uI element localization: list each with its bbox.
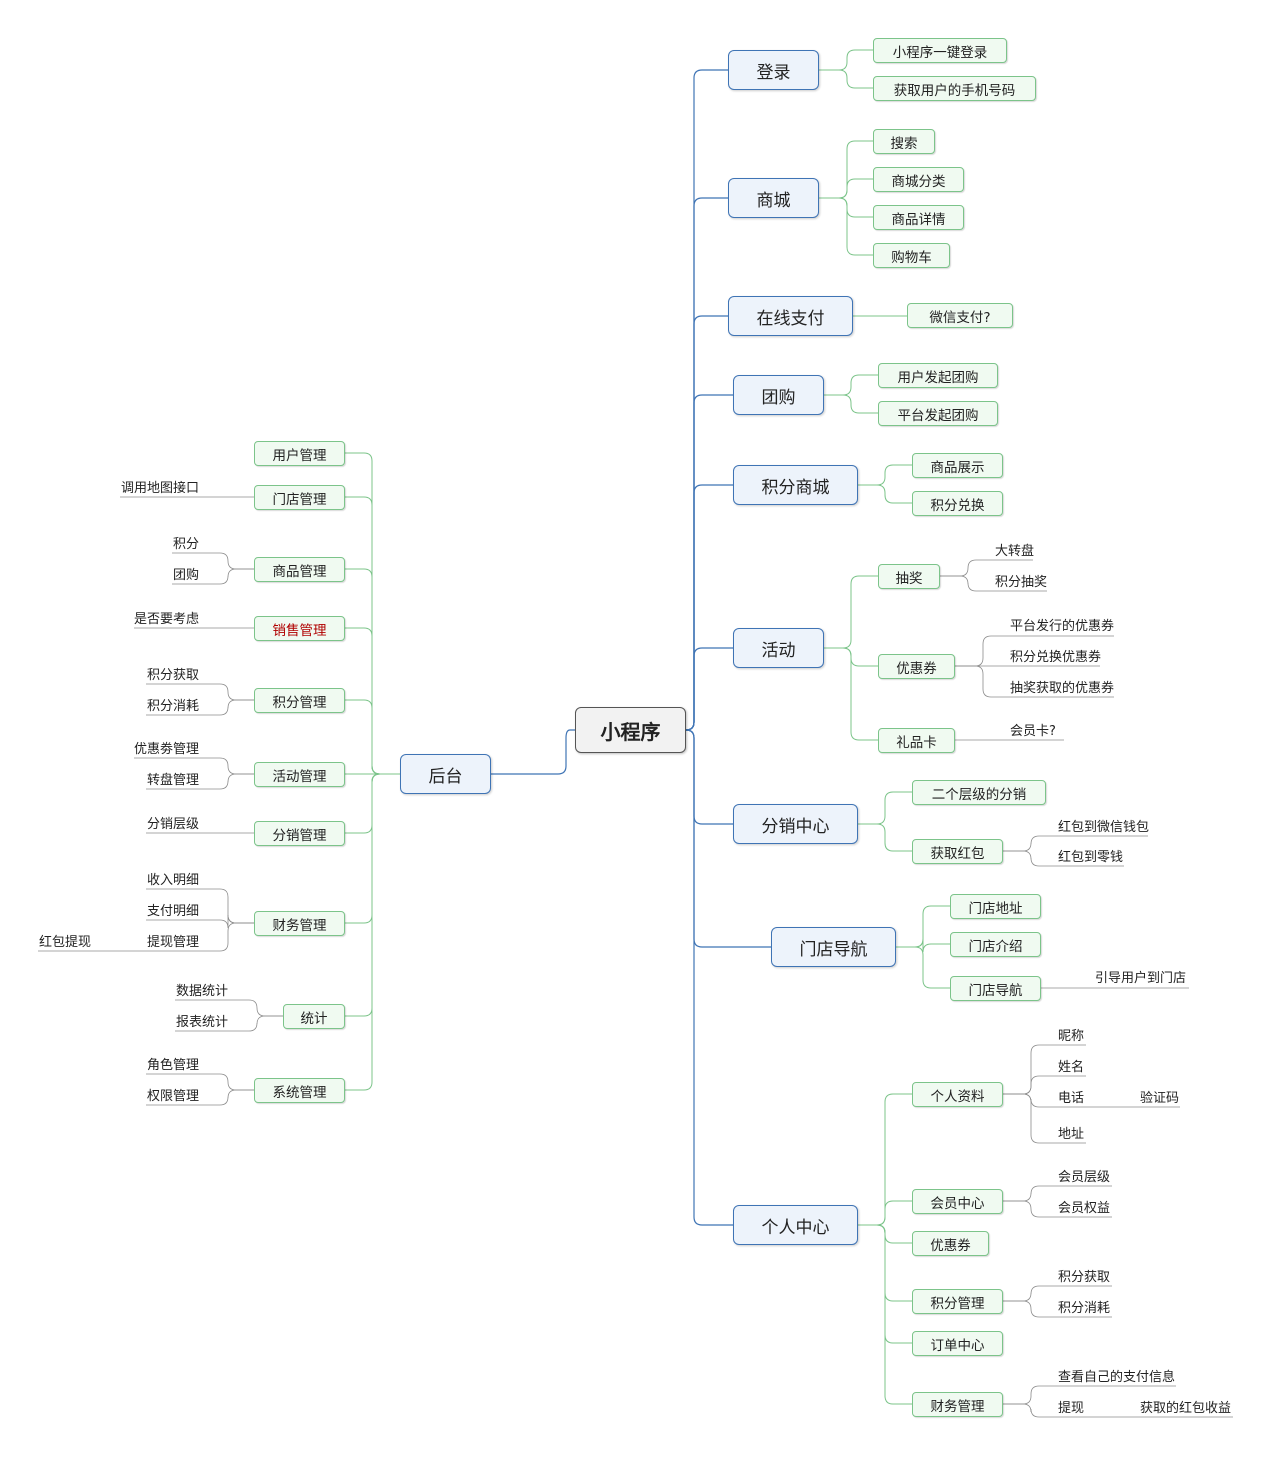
- leaf-lottery-wheel[interactable]: 大转盘: [995, 544, 1035, 559]
- sub-pm-exchange[interactable]: 积分兑换: [912, 491, 1003, 516]
- leaf-points-earn[interactable]: 积分获取: [1058, 1270, 1111, 1285]
- leaf-finance-redpacket-income[interactable]: 获取的红包收益: [1140, 1401, 1232, 1416]
- leaf-store-guide[interactable]: 引导用户到门店: [1095, 971, 1187, 986]
- sub-dist-redpacket[interactable]: 获取红包: [912, 839, 1003, 864]
- leaf-profile-nickname[interactable]: 昵称: [1058, 1029, 1085, 1044]
- topic-mall[interactable]: 商城: [728, 178, 819, 218]
- topic-backend[interactable]: 后台: [400, 754, 491, 794]
- leaf-bk-role-manage[interactable]: 角色管理: [146, 1058, 199, 1073]
- leaf-bk-goods-points[interactable]: 积分: [172, 537, 199, 552]
- topic-login[interactable]: 登录: [728, 50, 819, 90]
- leaf-profile-verify-code[interactable]: 验证码: [1140, 1091, 1180, 1106]
- leaf-profile-address[interactable]: 地址: [1058, 1127, 1085, 1142]
- leaf-member-benefit[interactable]: 会员权益: [1058, 1201, 1111, 1216]
- leaf-bk-dist-level[interactable]: 分销层级: [146, 817, 199, 832]
- leaf-profile-name[interactable]: 姓名: [1058, 1060, 1085, 1075]
- sub-bk-users[interactable]: 用户管理: [254, 441, 345, 466]
- sub-store-intro[interactable]: 门店介绍: [950, 932, 1041, 957]
- sub-mall-search[interactable]: 搜索: [873, 129, 935, 154]
- sub-act-coupon[interactable]: 优惠券: [878, 654, 955, 679]
- leaf-finance-withdraw[interactable]: 提现: [1058, 1401, 1085, 1416]
- sub-group-platform[interactable]: 平台发起团购: [878, 401, 998, 426]
- leaf-lottery-points[interactable]: 积分抽奖: [995, 575, 1048, 590]
- leaf-finance-payinfo[interactable]: 查看自己的支付信息: [1058, 1370, 1176, 1385]
- leaf-profile-phone[interactable]: 电话: [1058, 1091, 1085, 1106]
- topic-activity[interactable]: 活动: [733, 628, 824, 668]
- topic-online-pay[interactable]: 在线支付: [728, 296, 853, 336]
- leaf-bk-points-earn[interactable]: 积分获取: [146, 668, 199, 683]
- leaf-bk-withdraw[interactable]: 提现管理: [146, 935, 199, 950]
- sub-bk-goods[interactable]: 商品管理: [254, 557, 345, 582]
- leaf-bk-goods-group[interactable]: 团购: [172, 568, 199, 583]
- leaf-bk-coupon-manage[interactable]: 优惠劵管理: [133, 742, 199, 757]
- sub-pc-coupon[interactable]: 优惠券: [912, 1231, 989, 1256]
- leaf-bk-sales-consider[interactable]: 是否要考虑: [133, 612, 199, 627]
- sub-dist-two-level[interactable]: 二个层级的分销: [912, 780, 1046, 805]
- sub-bk-stats[interactable]: 统计: [283, 1004, 345, 1029]
- sub-store-nav[interactable]: 门店导航: [950, 976, 1041, 1001]
- leaf-bk-redpacket-withdraw[interactable]: 红包提现: [38, 935, 91, 950]
- sub-pc-points[interactable]: 积分管理: [912, 1289, 1003, 1314]
- leaf-points-spend[interactable]: 积分消耗: [1058, 1301, 1111, 1316]
- leaf-redpacket-change[interactable]: 红包到零钱: [1058, 850, 1124, 865]
- topic-points-mall[interactable]: 积分商城: [733, 465, 858, 505]
- sub-bk-distribution[interactable]: 分销管理: [254, 821, 345, 846]
- sub-bk-points[interactable]: 积分管理: [254, 688, 345, 713]
- sub-store-address[interactable]: 门店地址: [950, 894, 1041, 919]
- sub-bk-sales[interactable]: 销售管理: [254, 616, 345, 641]
- leaf-member-level[interactable]: 会员层级: [1058, 1170, 1111, 1185]
- leaf-bk-points-spend[interactable]: 积分消耗: [146, 699, 199, 714]
- topic-group-buy[interactable]: 团购: [733, 375, 824, 415]
- leaf-bk-report-stats[interactable]: 报表统计: [175, 1015, 228, 1030]
- leaf-bk-map-api[interactable]: 调用地图接口: [120, 481, 199, 496]
- leaf-coupon-platform[interactable]: 平台发行的优惠券: [1010, 619, 1115, 634]
- leaf-bk-income[interactable]: 收入明细: [146, 873, 199, 888]
- sub-group-user[interactable]: 用户发起团购: [878, 363, 998, 388]
- topic-store-navigation[interactable]: 门店导航: [771, 927, 896, 967]
- sub-mall-detail[interactable]: 商品详情: [873, 205, 964, 230]
- topic-distribution[interactable]: 分销中心: [733, 804, 858, 844]
- sub-act-lottery[interactable]: 抽奖: [878, 564, 940, 589]
- sub-pc-finance[interactable]: 财务管理: [912, 1392, 1003, 1417]
- sub-login-oneclick[interactable]: 小程序一键登录: [873, 38, 1007, 63]
- sub-pc-orders[interactable]: 订单中心: [912, 1331, 1003, 1356]
- sub-bk-stores[interactable]: 门店管理: [254, 485, 345, 510]
- sub-pm-display[interactable]: 商品展示: [912, 453, 1003, 478]
- sub-bk-system[interactable]: 系统管理: [254, 1078, 345, 1103]
- sub-pc-profile[interactable]: 个人资料: [912, 1082, 1003, 1107]
- leaf-bk-payment[interactable]: 支付明细: [146, 904, 199, 919]
- leaf-bk-wheel-manage[interactable]: 转盘管理: [146, 773, 199, 788]
- leaf-bk-data-stats[interactable]: 数据统计: [175, 984, 228, 999]
- leaf-gift-member-card[interactable]: 会员卡?: [1010, 724, 1056, 739]
- sub-pay-wechat[interactable]: 微信支付?: [907, 303, 1013, 328]
- leaf-bk-permission-manage[interactable]: 权限管理: [146, 1089, 199, 1104]
- sub-bk-finance[interactable]: 财务管理: [254, 911, 345, 936]
- sub-login-phone[interactable]: 获取用户的手机号码: [873, 76, 1036, 101]
- sub-mall-category[interactable]: 商城分类: [873, 167, 964, 192]
- sub-mall-cart[interactable]: 购物车: [873, 243, 950, 268]
- leaf-coupon-exchange[interactable]: 积分兑换优惠券: [1010, 650, 1102, 665]
- sub-act-giftcard[interactable]: 礼品卡: [878, 728, 955, 753]
- leaf-redpacket-wallet[interactable]: 红包到微信钱包: [1058, 820, 1150, 835]
- sub-bk-activity[interactable]: 活动管理: [254, 762, 345, 787]
- topic-personal-center[interactable]: 个人中心: [733, 1205, 858, 1245]
- sub-pc-member[interactable]: 会员中心: [912, 1189, 1003, 1214]
- leaf-coupon-lottery[interactable]: 抽奖获取的优惠券: [1010, 681, 1115, 696]
- root-node[interactable]: 小程序: [575, 707, 686, 753]
